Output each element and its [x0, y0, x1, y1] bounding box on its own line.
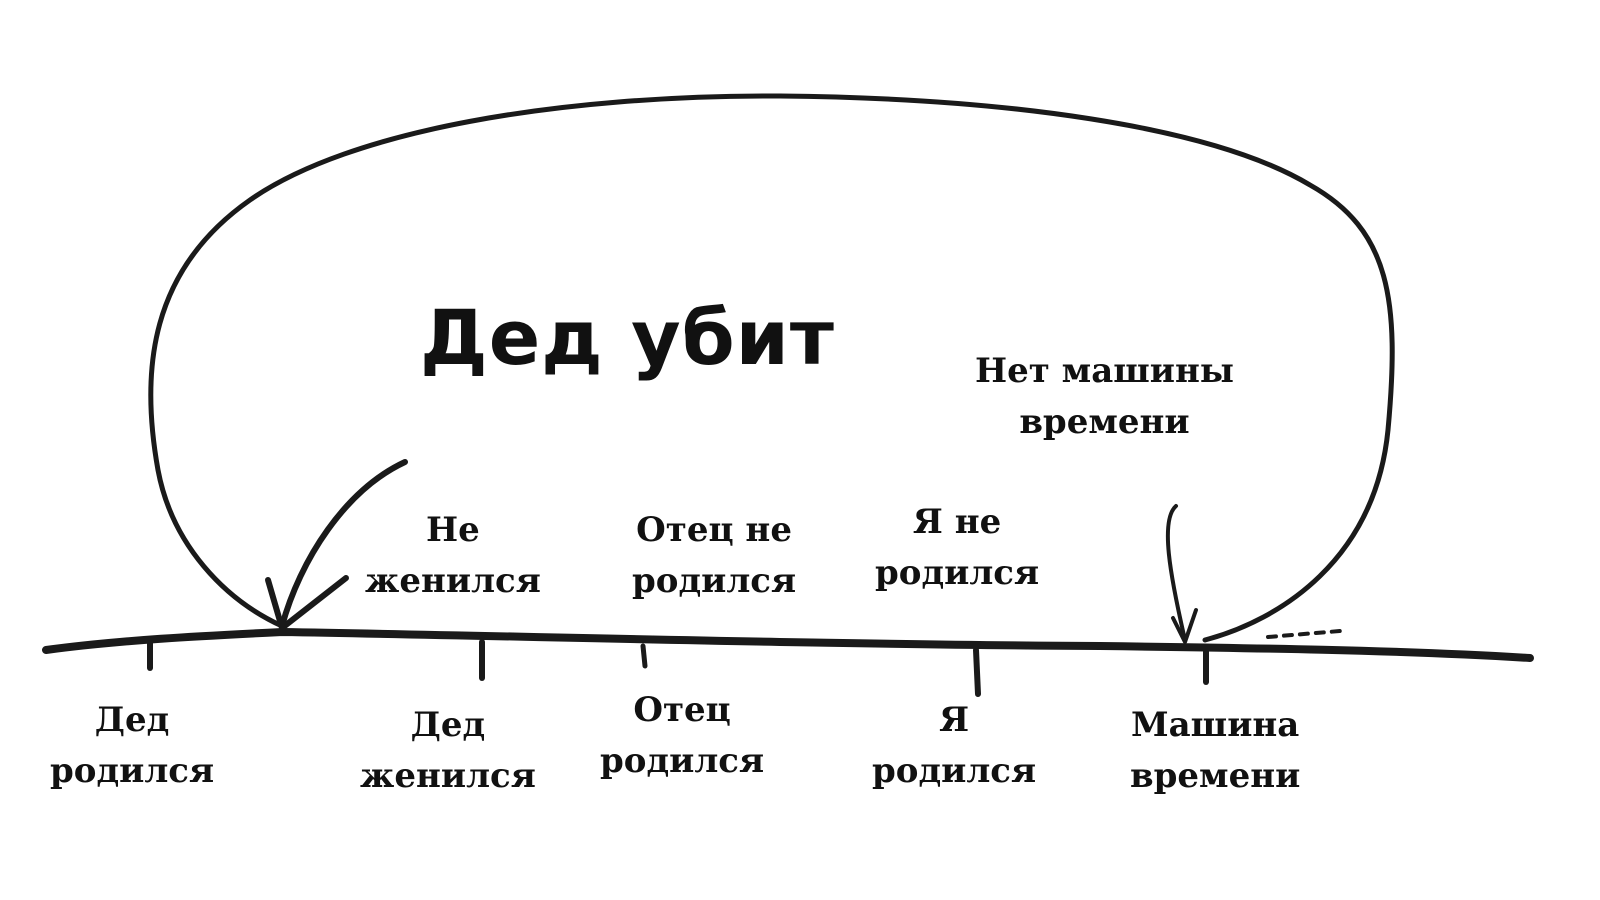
me-not-born-line-1: Я не [912, 502, 1002, 542]
event-line-2: родился [600, 741, 765, 781]
event-time-machine: Машина времени [1130, 700, 1300, 802]
event-line-1: Отец [633, 690, 731, 730]
killed-arrow [279, 459, 408, 629]
father-not-born-label: Отец не родился [632, 505, 796, 607]
killed-arrowhead [265, 575, 349, 631]
not-married-line-1: Не [426, 510, 480, 550]
event-line-2: родился [872, 751, 1037, 791]
event-line-2: родился [50, 751, 215, 791]
machine-arrow [1165, 504, 1187, 642]
tick-mark [973, 647, 981, 697]
no-machine-label: Нет машины времени [975, 346, 1234, 448]
father-not-born-line-2: родился [632, 561, 797, 601]
father-not-born-line-1: Отец не [636, 510, 792, 550]
event-line-1: Машина [1130, 705, 1300, 745]
machine-arrowhead [1171, 608, 1198, 644]
event-line-1: Дед [94, 700, 170, 740]
event-line-1: Я [939, 700, 970, 740]
no-machine-line-1: Нет машины [975, 351, 1234, 391]
me-not-born-line-2: родился [875, 553, 1040, 593]
time-line [42, 628, 1534, 662]
event-grandfather-married: Дед женился [360, 700, 536, 802]
tick-mark [640, 643, 648, 669]
not-married-label: Не женился [365, 505, 541, 607]
event-grandfather-born: Дед родился [50, 695, 214, 797]
dotted-continuation [1266, 629, 1342, 639]
event-line-1: Дед [410, 705, 486, 745]
me-not-born-label: Я не родился [875, 497, 1039, 599]
no-machine-line-2: времени [1019, 402, 1190, 442]
event-line-2: женился [360, 756, 536, 796]
not-married-line-2: женился [365, 561, 541, 601]
diagram-title: Дед убит [420, 293, 835, 382]
event-father-born: Отец родился [600, 685, 764, 787]
time-travel-loop [148, 93, 1395, 643]
event-line-2: времени [1130, 756, 1301, 796]
event-me-born: Я родился [872, 695, 1036, 797]
